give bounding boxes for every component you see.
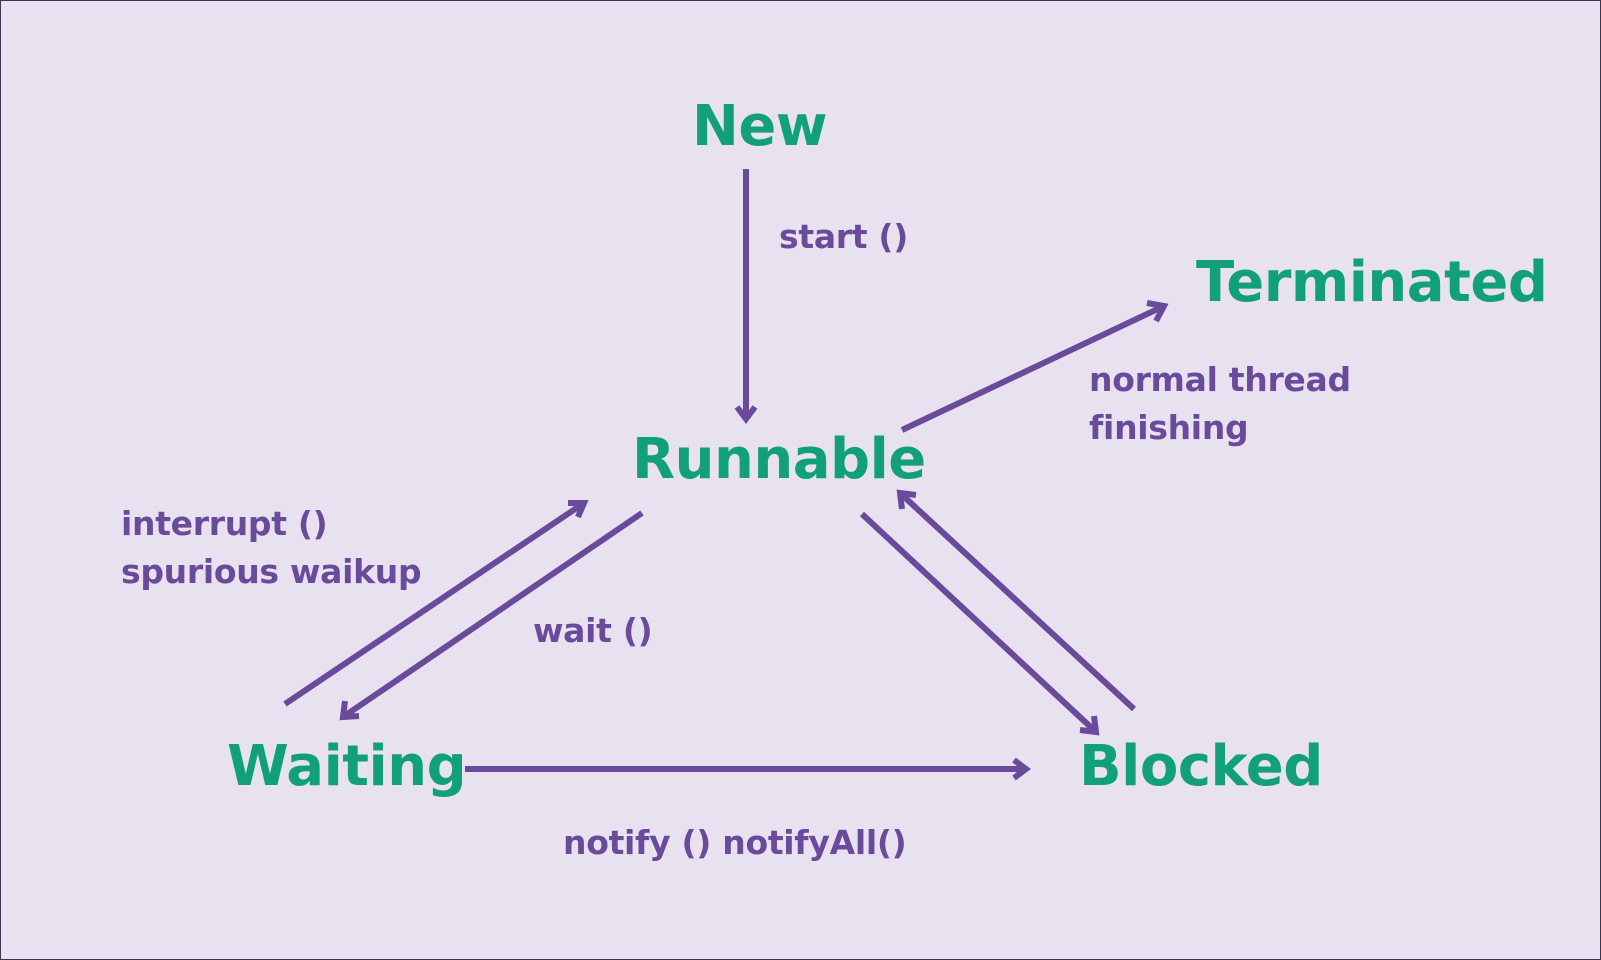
label-normal-thread-finishing: normal thread finishing [1089, 356, 1351, 452]
arrow-waiting-to-runnable [283, 500, 589, 707]
label-interrupt: interrupt () spurious waikup [121, 500, 422, 596]
arrow-runnable-to-terminated [900, 300, 1169, 433]
arrow-runnable-to-blocked [859, 511, 1100, 736]
label-notify: notify () notifyAll() [563, 823, 907, 862]
arrow-runnable-to-waiting [339, 510, 644, 721]
label-start: start () [779, 217, 908, 256]
label-interrupt-line1: interrupt () [121, 504, 328, 543]
arrow-blocked-to-runnable [896, 489, 1137, 712]
label-normal-thread-finishing-line2: finishing [1089, 408, 1249, 447]
state-new: New [692, 94, 828, 159]
state-terminated: Terminated [1196, 250, 1548, 315]
label-interrupt-line2: spurious waikup [121, 552, 422, 591]
state-blocked: Blocked [1079, 734, 1323, 799]
arrow-waiting-to-blocked [465, 757, 1031, 781]
label-normal-thread-finishing-line1: normal thread [1089, 360, 1351, 399]
label-wait: wait () [533, 611, 653, 650]
state-runnable: Runnable [632, 427, 926, 492]
state-waiting: Waiting [227, 734, 467, 799]
arrow-new-to-runnable [734, 169, 758, 424]
